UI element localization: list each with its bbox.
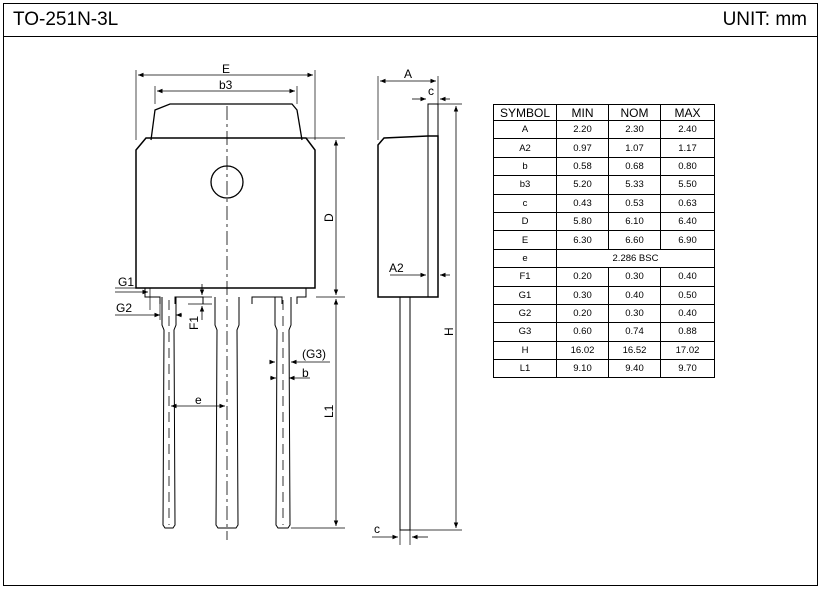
cell: 0.30	[556, 285, 609, 305]
cell: 9.10	[556, 359, 609, 379]
cell: 5.80	[556, 211, 609, 232]
cell: 0.74	[608, 322, 661, 342]
label-H: H	[442, 327, 456, 336]
cell: 0.60	[556, 322, 609, 342]
cell: 0.43	[556, 193, 609, 213]
cell: 16.02	[556, 340, 609, 361]
cell: 0.30	[608, 303, 661, 324]
cell: 2.40	[660, 119, 715, 140]
cell: 0.40	[608, 285, 661, 305]
label-c-top: c	[428, 84, 434, 98]
cell: 0.40	[660, 267, 715, 287]
drawing-frame: TO-251N-3L UNIT: mm	[3, 3, 818, 586]
cell: 2.286 BSC	[556, 248, 715, 269]
cell: 2.20	[556, 119, 609, 140]
cell: A	[493, 119, 557, 140]
label-G1: G1	[118, 275, 134, 289]
label-G2: G2	[116, 301, 132, 315]
col-min: MIN	[556, 104, 609, 121]
cell: F1	[493, 267, 557, 287]
col-max: MAX	[660, 104, 715, 121]
title-bar: TO-251N-3L UNIT: mm	[4, 4, 817, 37]
cell: D	[493, 211, 557, 232]
label-G3: (G3)	[302, 347, 326, 361]
cell: 0.20	[556, 267, 609, 287]
cell: 0.30	[608, 267, 661, 287]
cell: G1	[493, 285, 557, 305]
cell: L1	[493, 359, 557, 379]
cell: 6.90	[660, 230, 715, 250]
cell: c	[493, 193, 557, 213]
cell: 6.60	[608, 230, 661, 250]
side-view	[372, 76, 462, 545]
cell: b3	[493, 175, 557, 195]
label-b3: b3	[219, 78, 233, 92]
cell: 1.07	[608, 138, 661, 158]
cell: A2	[493, 138, 557, 158]
cell: 0.20	[556, 303, 609, 324]
cell: e	[493, 248, 557, 269]
cell: 2.30	[608, 119, 661, 140]
cell: 0.68	[608, 156, 661, 177]
cell: G3	[493, 322, 557, 342]
cell: 17.02	[660, 340, 715, 361]
cell: 0.58	[556, 156, 609, 177]
label-D: D	[322, 213, 336, 222]
label-b: b	[302, 366, 309, 380]
label-A2: A2	[389, 261, 404, 275]
table-header-row: SYMBOL MIN NOM MAX	[493, 104, 715, 121]
label-F1: F1	[187, 316, 201, 330]
cell: 5.20	[556, 175, 609, 195]
unit-label: UNIT: mm	[722, 9, 807, 30]
col-symbol: SYMBOL	[493, 104, 557, 121]
label-E: E	[222, 62, 230, 76]
cell: 16.52	[608, 340, 661, 361]
cell: E	[493, 230, 557, 250]
cell: 0.97	[556, 138, 609, 158]
cell: 9.40	[608, 359, 661, 379]
label-e: e	[195, 393, 202, 407]
label-A: A	[404, 67, 412, 81]
cell: 0.80	[660, 156, 715, 177]
front-view	[115, 70, 345, 540]
col-nom: NOM	[608, 104, 661, 121]
cell: 0.53	[608, 193, 661, 213]
cell: 6.10	[608, 211, 661, 232]
cell: 9.70	[660, 359, 715, 379]
cell: 0.88	[660, 322, 715, 342]
cell: 1.17	[660, 138, 715, 158]
cell: 0.63	[660, 193, 715, 213]
cell: G2	[493, 303, 557, 324]
label-L1: L1	[322, 404, 336, 418]
cell: 5.33	[608, 175, 661, 195]
cell: b	[493, 156, 557, 177]
cell: 0.50	[660, 285, 715, 305]
cell: 5.50	[660, 175, 715, 195]
cell: H	[493, 340, 557, 361]
label-c-bottom: c	[374, 522, 380, 536]
cell: 6.40	[660, 211, 715, 232]
package-name: TO-251N-3L	[13, 9, 119, 30]
cell: 0.40	[660, 303, 715, 324]
cell: 6.30	[556, 230, 609, 250]
